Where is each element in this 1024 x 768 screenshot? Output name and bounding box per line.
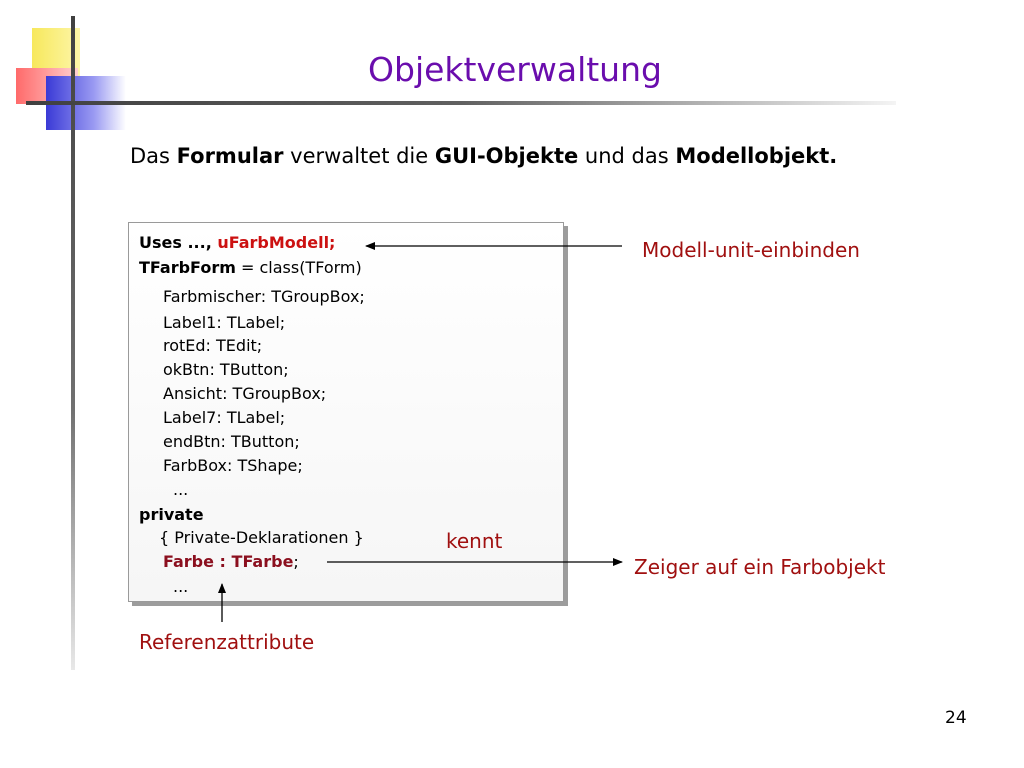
code-private-keyword: private — [139, 505, 204, 524]
annotation-referenzattribute: Referenzattribute — [139, 630, 315, 654]
annotation-modell-unit: Modell-unit-einbinden — [642, 238, 860, 262]
slide-title: Objektverwaltung — [368, 50, 662, 89]
code-field: Label7: TLabel; — [163, 408, 286, 427]
subtitle-part-2: verwaltet die — [283, 144, 435, 168]
code-private-comment: { Private-Deklarationen } — [159, 528, 364, 547]
code-box: Uses ..., uFarbModell; TFarbForm = class… — [128, 222, 564, 602]
subtitle-bold-formular: Formular — [176, 144, 284, 168]
code-uses-rest: ..., — [181, 233, 218, 252]
code-field: rotEd: TEdit; — [163, 336, 263, 355]
subtitle-part-1: Das — [130, 144, 177, 168]
code-line-farbe: Farbe : TFarbe; — [163, 552, 299, 571]
code-field: Label1: TLabel; — [163, 313, 286, 332]
subtitle-part-3: und das — [578, 144, 676, 168]
annotation-kennt: kennt — [446, 529, 503, 553]
code-farbe-semicolon: ; — [293, 552, 299, 571]
code-line-uses: Uses ..., uFarbModell; — [139, 233, 335, 252]
code-line-class: TFarbForm = class(TForm) — [139, 258, 362, 277]
page-number: 24 — [945, 708, 967, 728]
code-field: Ansicht: TGroupBox; — [163, 384, 327, 403]
code-class-name: TFarbForm — [139, 258, 236, 277]
code-field: FarbBox: TShape; — [163, 456, 303, 475]
code-ellipsis: ... — [173, 577, 189, 596]
deco-vertical-line — [71, 16, 75, 670]
annotation-zeiger: Zeiger auf ein Farbobjekt — [634, 555, 886, 579]
code-uses-keyword: Uses — [139, 233, 182, 252]
code-field: okBtn: TButton; — [163, 360, 289, 379]
code-ellipsis: ... — [173, 480, 189, 499]
code-uses-unit: uFarbModell; — [217, 233, 336, 252]
code-farbe-declaration: Farbe : TFarbe — [163, 552, 294, 571]
subtitle-bold-modellobjekt: Modellobjekt. — [675, 144, 838, 168]
subtitle-bold-gui-objekte: GUI-Objekte — [434, 144, 579, 168]
slide-subtitle: Das Formular verwaltet die GUI-Objekte u… — [130, 144, 837, 168]
code-field: endBtn: TButton; — [163, 432, 300, 451]
code-class-rest: = class(TForm) — [235, 258, 362, 277]
deco-horizontal-line — [26, 101, 896, 105]
code-field: Farbmischer: TGroupBox; — [163, 287, 365, 306]
